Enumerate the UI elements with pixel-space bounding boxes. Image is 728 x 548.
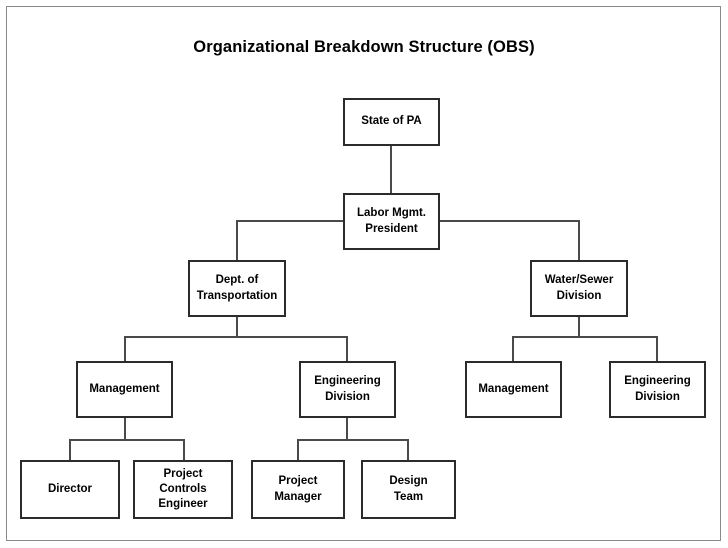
org-node-label: Labor Mgmt. President: [357, 207, 426, 235]
connector-ws-bus: [512, 336, 658, 338]
org-node-label: Director: [47, 482, 93, 495]
connector-eng-stem: [346, 418, 348, 440]
connector-eng-drop-design-team: [407, 439, 409, 460]
org-node-director: Director: [20, 460, 120, 519]
connector-president-left-drop: [236, 220, 238, 260]
org-node-label: State of PA: [361, 115, 422, 128]
org-node-dept-of-transportation: Dept. of Transportation: [188, 260, 286, 317]
connector-eng-drop-project-manager: [297, 439, 299, 460]
connector-president-right-stub: [440, 220, 580, 222]
org-node-labor-mgmt-president: Labor Mgmt. President: [343, 193, 440, 250]
org-node-water-sewer-division: Water/Sewer Division: [530, 260, 628, 317]
connector-dot-drop-engineering: [346, 336, 348, 361]
connector-dot-stem: [236, 317, 238, 337]
org-node-label: Management: [478, 382, 549, 395]
org-node-label: Project Manager: [274, 475, 322, 503]
connector-president-left-stub: [236, 220, 344, 222]
org-node-dot-management: Management: [76, 361, 173, 418]
page-title: Organizational Breakdown Structure (OBS): [193, 38, 535, 56]
connector-mgmt-bus: [69, 439, 185, 441]
org-node-dot-engineering-division: Engineering Division: [299, 361, 396, 418]
org-node-ws-engineering-division: Engineering Division: [609, 361, 706, 418]
org-node-label: Design Team: [389, 475, 428, 503]
connector-ws-drop-management: [512, 336, 514, 361]
org-node-label: Engineering Division: [624, 375, 691, 403]
org-node-label: Water/Sewer Division: [544, 274, 614, 302]
connector-president-right-drop: [578, 220, 580, 260]
org-node-label: Engineering Division: [314, 375, 381, 403]
connector-mgmt-stem: [124, 418, 126, 440]
org-node-project-controls-engineer: Project Controls Engineer: [133, 460, 233, 519]
org-node-label: Project Controls Engineer: [158, 467, 208, 511]
connector-eng-bus: [297, 439, 409, 441]
connector-state-to-president-stem: [390, 146, 392, 193]
connector-dot-bus: [124, 336, 348, 338]
org-node-project-manager: Project Manager: [251, 460, 345, 519]
connector-mgmt-drop-director: [69, 439, 71, 460]
connector-dot-drop-management: [124, 336, 126, 361]
connector-mgmt-drop-pce: [183, 439, 185, 460]
connector-ws-drop-engineering: [656, 336, 658, 361]
connector-ws-stem: [578, 317, 580, 337]
org-node-state-of-pa: State of PA: [343, 98, 440, 146]
org-node-ws-management: Management: [465, 361, 562, 418]
org-node-design-team: Design Team: [361, 460, 456, 519]
org-node-label: Management: [89, 382, 160, 395]
org-node-label: Dept. of Transportation: [196, 274, 278, 302]
